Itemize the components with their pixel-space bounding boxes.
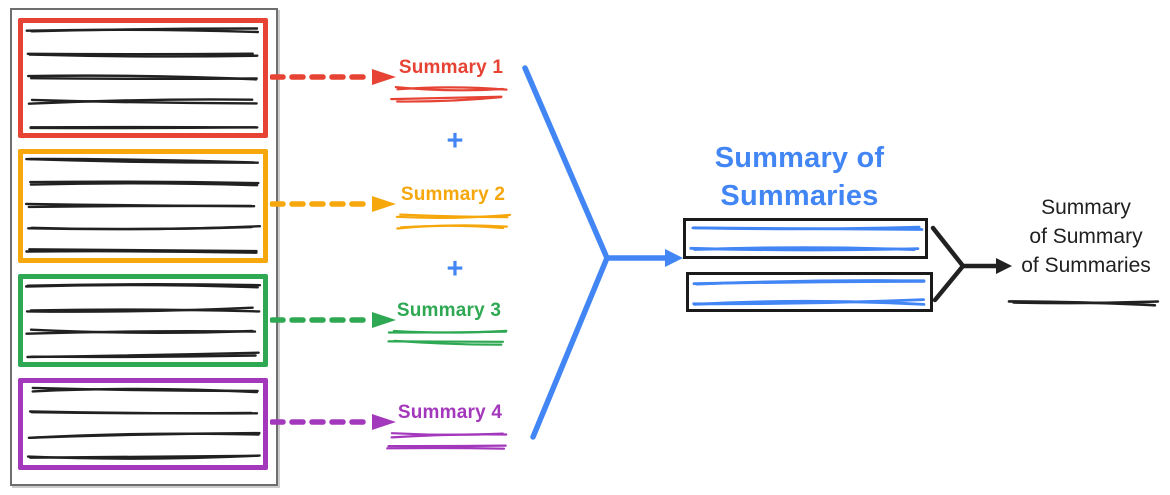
document-box-3 [18, 274, 268, 367]
summary-2-label: Summary 2 [400, 184, 506, 205]
document-box-2 [18, 149, 268, 263]
summary-4-scribble [386, 432, 508, 450]
document-4-text-scribble [26, 386, 261, 460]
plus-icon-2: + [446, 253, 464, 285]
summary-1-scribble [390, 86, 508, 103]
summary-of-summaries-scribble-2 [692, 279, 926, 306]
documents-container [10, 8, 278, 486]
dashed-arrow-3-icon [270, 312, 396, 328]
document-box-1 [18, 18, 268, 138]
dashed-arrow-4-icon [270, 414, 396, 430]
final-summary-scribble [1007, 300, 1160, 307]
dashed-arrow-1-icon [270, 69, 396, 85]
black-merge-arrow-icon [930, 225, 1012, 303]
summary-of-summaries-title: Summary of Summaries [714, 142, 885, 212]
summary-1-label: Summary 1 [398, 57, 504, 78]
final-summary-line-1: Summary [1041, 196, 1131, 219]
plus-icon-1: + [446, 125, 464, 157]
document-2-text-scribble [24, 157, 262, 254]
document-3-text-scribble [24, 283, 262, 359]
summary-4-label: Summary 4 [397, 402, 503, 423]
summary-3-label: Summary 3 [396, 300, 502, 321]
summary-of-summaries-scribble-1 [689, 225, 924, 252]
document-box-4 [18, 378, 268, 470]
dashed-arrow-2-icon [270, 196, 396, 212]
final-summary-line-2: of Summary [1029, 225, 1143, 248]
blue-merge-arrow-icon [522, 65, 683, 440]
final-summary-label: Summary of Summary of Summaries [1005, 193, 1167, 280]
final-summary-line-3: of Summaries [1021, 254, 1151, 277]
summary-of-summaries-box-2 [686, 272, 933, 312]
summary-2-scribble [395, 213, 511, 230]
summary-of-summaries-box-1 [683, 218, 928, 259]
document-1-text-scribble [25, 27, 260, 130]
summary-3-scribble [387, 329, 508, 346]
